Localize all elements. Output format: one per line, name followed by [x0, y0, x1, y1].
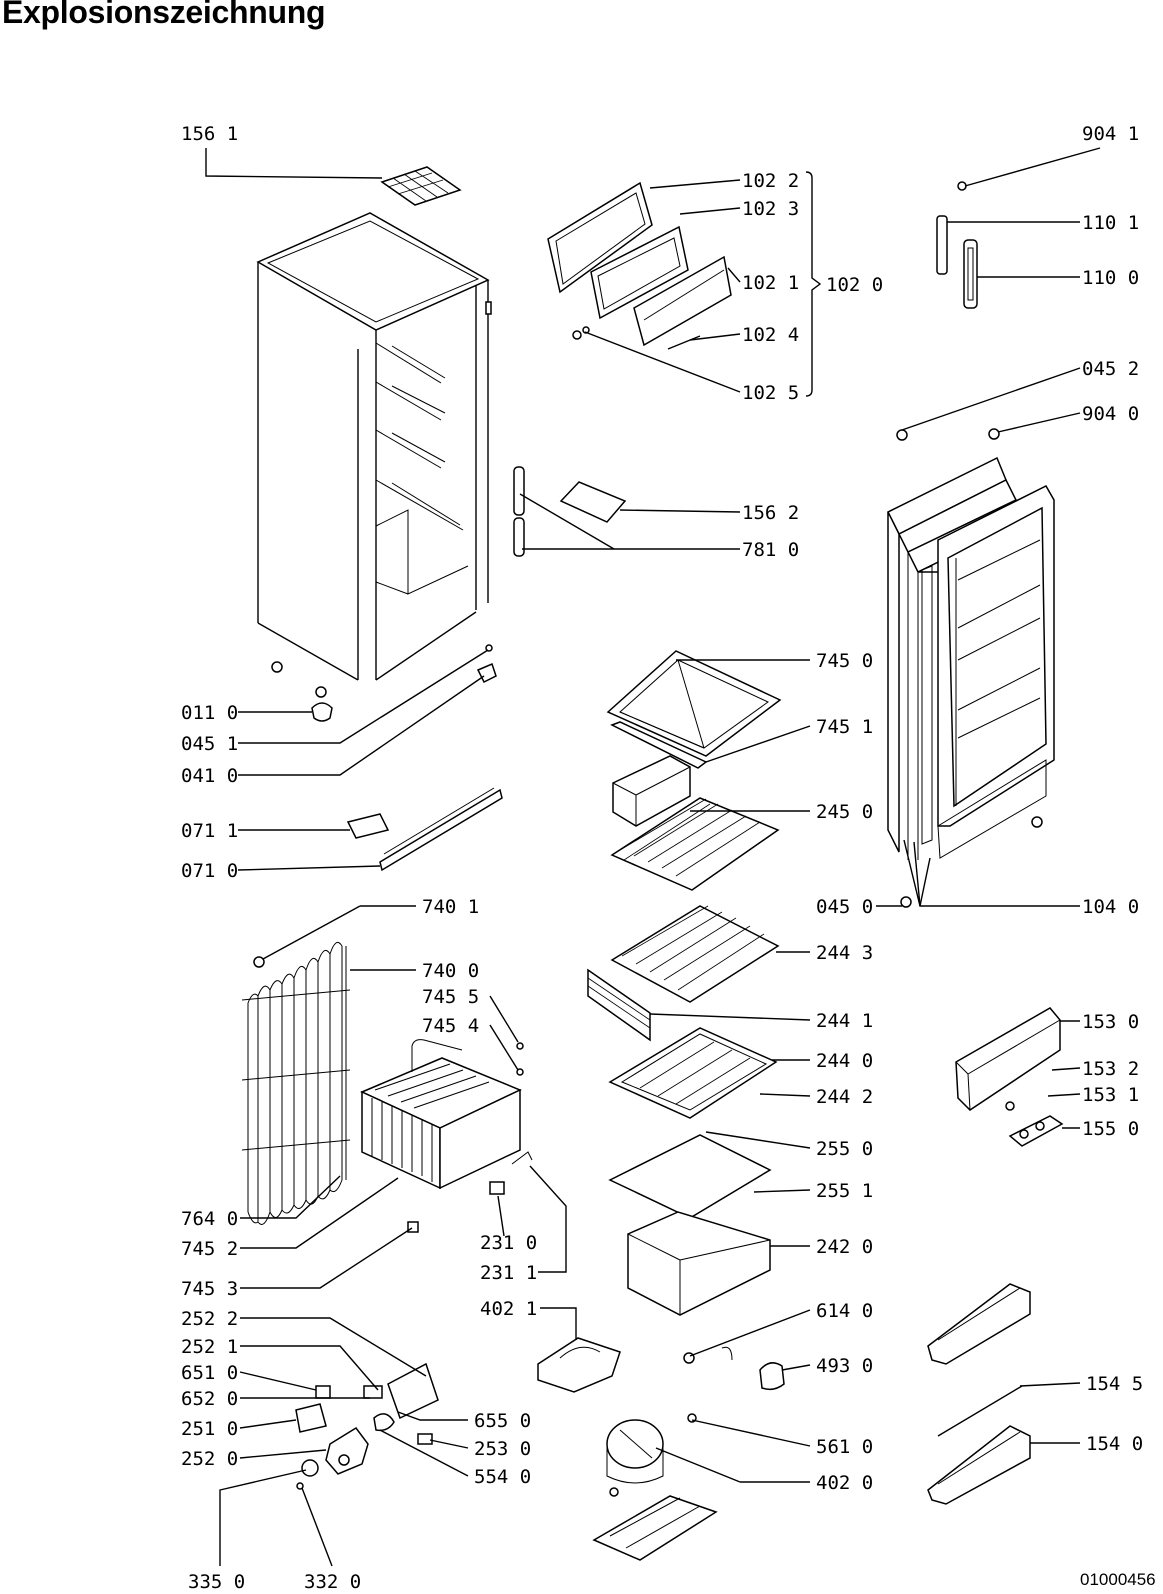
- part-label: 154 5: [1086, 1373, 1143, 1395]
- part-label: 652 0: [181, 1388, 238, 1410]
- part-label: 102 3: [742, 198, 799, 220]
- part-label: 335 0: [188, 1571, 245, 1593]
- part-label: 745 2: [181, 1238, 238, 1260]
- part-label: 071 1: [181, 820, 238, 842]
- part-label: 745 1: [816, 716, 873, 738]
- hinges-and-brackets: [311, 644, 503, 872]
- document-number: 01000456: [1080, 1570, 1156, 1589]
- wire-shelves: [587, 797, 780, 1316]
- part-label: 252 0: [181, 1448, 238, 1470]
- part-label: 102 1: [742, 272, 799, 294]
- part-label: 153 1: [1082, 1084, 1139, 1106]
- part-label: 244 3: [816, 942, 873, 964]
- chiller-tray-and-boxes: [513, 466, 782, 827]
- part-label: 781 0: [742, 539, 799, 561]
- part-label: 102 5: [742, 382, 799, 404]
- ice-tray: [380, 166, 462, 206]
- part-label: 153 0: [1082, 1011, 1139, 1033]
- part-label: 244 2: [816, 1086, 873, 1108]
- part-label: 231 1: [480, 1262, 537, 1284]
- part-label: 402 0: [816, 1472, 873, 1494]
- door-assembly: [886, 428, 1055, 908]
- part-label: 071 0: [181, 860, 238, 882]
- part-label: 242 0: [816, 1236, 873, 1258]
- part-label: 011 0: [181, 702, 238, 724]
- part-label: 231 0: [480, 1232, 537, 1254]
- part-label: 156 1: [181, 123, 238, 145]
- part-label: 110 0: [1082, 267, 1139, 289]
- part-label: 745 0: [816, 650, 873, 672]
- compressor-assembly: [592, 1346, 785, 1561]
- part-label: 745 5: [422, 986, 479, 1008]
- thermostat-parts: [407, 1151, 621, 1393]
- part-label: 764 0: [181, 1208, 238, 1230]
- part-label: 332 0: [304, 1571, 361, 1593]
- page-title: Explosionszeichnung: [2, 0, 326, 30]
- part-label: 041 0: [181, 765, 238, 787]
- freezer-compartment-frames: [547, 181, 732, 350]
- part-label: 561 0: [816, 1436, 873, 1458]
- part-label: 904 0: [1082, 403, 1139, 425]
- part-label: 244 1: [816, 1010, 873, 1032]
- evaporator: [360, 1039, 524, 1190]
- part-label: 904 1: [1082, 123, 1139, 145]
- part-label: 493 0: [816, 1355, 873, 1377]
- cabinet-body: [256, 212, 492, 681]
- part-label: 102 0: [826, 274, 883, 296]
- part-label: 102 2: [742, 170, 799, 192]
- part-label: 402 1: [480, 1298, 537, 1320]
- part-label: 252 1: [181, 1336, 238, 1358]
- door-shelves-and-boxes: [927, 1007, 1064, 1505]
- part-label: 045 2: [1082, 358, 1139, 380]
- leader-lines: [205, 147, 1101, 1567]
- part-label: 253 0: [474, 1438, 531, 1460]
- condenser-coil: [241, 941, 351, 1225]
- part-label: 740 0: [422, 960, 479, 982]
- part-label: 745 4: [422, 1015, 479, 1037]
- part-label: 651 0: [181, 1362, 238, 1384]
- part-label: 154 0: [1086, 1433, 1143, 1455]
- part-label: 045 0: [816, 896, 873, 918]
- part-label: 110 1: [1082, 212, 1139, 234]
- part-label: 255 1: [816, 1180, 873, 1202]
- part-label: 255 0: [816, 1138, 873, 1160]
- part-label: 244 0: [816, 1050, 873, 1072]
- part-label: 554 0: [474, 1466, 531, 1488]
- electrical-components: [295, 1362, 439, 1490]
- part-label: 745 3: [181, 1278, 238, 1300]
- part-label: 102 4: [742, 324, 799, 346]
- part-number-labels: 156 1 904 1 102 2 102 3 102 1 102 0 102 …: [181, 123, 1143, 1593]
- part-label: 740 1: [422, 896, 479, 918]
- part-label: 614 0: [816, 1300, 873, 1322]
- door-handle: [936, 181, 978, 309]
- part-label: 251 0: [181, 1418, 238, 1440]
- part-label: 045 1: [181, 733, 238, 755]
- part-label: 156 2: [742, 502, 799, 524]
- part-label: 252 2: [181, 1308, 238, 1330]
- part-label: 245 0: [816, 801, 873, 823]
- part-label: 155 0: [1082, 1118, 1139, 1140]
- part-label: 655 0: [474, 1410, 531, 1432]
- part-label: 104 0: [1082, 896, 1139, 918]
- part-label: 153 2: [1082, 1058, 1139, 1080]
